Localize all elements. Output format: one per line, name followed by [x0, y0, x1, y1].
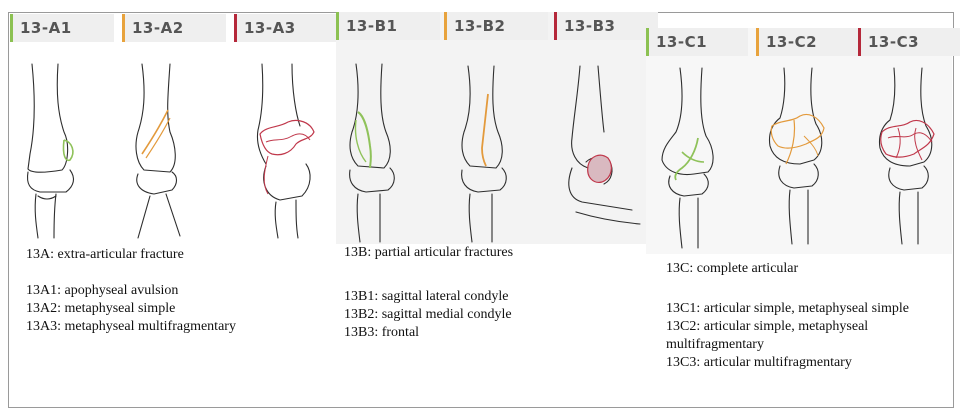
legend-heading: 13C: complete articular	[666, 260, 936, 278]
bone-13-a3-drawing	[257, 64, 314, 238]
legend-item: 13C2: articular simple, metaphyseal mult…	[666, 318, 936, 354]
legend-item: 13A2: metaphyseal simple	[26, 300, 236, 318]
panel-13a: 13-A1 13-A2 13-A3	[10, 14, 336, 240]
panel-13b: 13-B1 13-B2 13-B3	[336, 12, 648, 244]
legend-item: 13C3: articular multifragmentary	[666, 354, 936, 372]
legend-item: 13A1: apophyseal avulsion	[26, 282, 236, 300]
bone-13-b2-drawing	[462, 66, 507, 242]
bone-13-c2-drawing	[769, 68, 824, 244]
bone-13-c1-drawing	[662, 68, 713, 248]
legend-item: 13B3: frontal	[344, 324, 513, 342]
bones-13c-drawing	[646, 28, 952, 254]
legend-item: 13A3: metaphyseal multifragmentary	[26, 318, 236, 336]
bone-13-a2-drawing	[136, 64, 180, 238]
legend-13b: 13B: partial articular fractures 13B1: s…	[344, 244, 513, 342]
legend-item: 13B1: sagittal lateral condyle	[344, 288, 513, 306]
bones-13a-drawing	[10, 14, 336, 240]
bone-13-b1-drawing	[350, 64, 395, 242]
bone-13-c3-drawing	[879, 68, 934, 244]
bone-13-a1-drawing	[28, 64, 74, 238]
legend-13a: 13A: extra-articular fracture 13A1: apop…	[26, 246, 236, 336]
legend-item: 13C1: articular simple, metaphyseal simp…	[666, 300, 936, 318]
bones-13b-drawing	[336, 12, 648, 244]
panel-13c: 13-C1 13-C2 13-C3	[646, 28, 952, 254]
legend-heading: 13A: extra-articular fracture	[26, 246, 236, 264]
bone-13-b3-drawing	[569, 66, 640, 224]
legend-item: 13B2: sagittal medial condyle	[344, 306, 513, 324]
legend-13c: 13C: complete articular 13C1: articular …	[666, 260, 936, 372]
legend-heading: 13B: partial articular fractures	[344, 244, 513, 262]
